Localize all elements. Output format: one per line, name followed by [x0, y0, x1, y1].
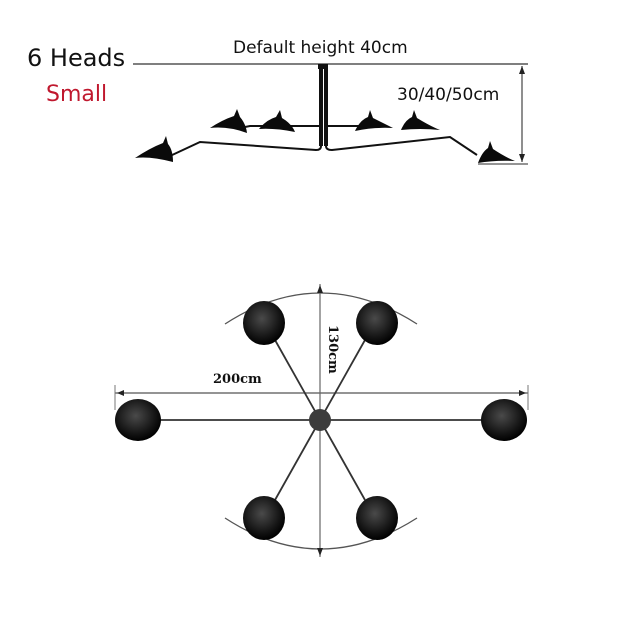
lamp-head-icon: [356, 496, 398, 540]
arrow-left-icon: [117, 390, 124, 396]
arm-right-long: [325, 135, 478, 156]
arrow-down-icon: [317, 548, 323, 556]
span-label: 200cm: [213, 372, 262, 387]
arrow-up-icon: [317, 285, 323, 293]
size-label: Small: [46, 82, 108, 107]
lamp-shade-icon: [401, 110, 440, 130]
lamp-shade-icon: [478, 141, 515, 163]
lamp-head-icon: [356, 301, 398, 345]
lamp-shade-icon: [210, 109, 247, 133]
depth-label: 130cm: [325, 325, 340, 374]
top-view: [114, 284, 529, 557]
lamp-head-icon: [243, 496, 285, 540]
default-height-label: Default height 40cm: [233, 38, 408, 58]
arrow-down-icon: [519, 154, 525, 162]
side-view: [133, 63, 528, 165]
arm-left-long: [169, 140, 322, 157]
lamp-shade-icon: [135, 136, 173, 162]
drop-height-label: 30/40/50cm: [397, 85, 500, 105]
lamp-shade-icon: [355, 110, 393, 131]
lamp-head-icon: [481, 399, 527, 441]
arrow-right-icon: [519, 390, 526, 396]
lamp-shade-icon: [259, 110, 295, 132]
heads-count-label: 6 Heads: [27, 44, 126, 72]
arrow-up-icon: [519, 66, 525, 74]
lamp-head-icon: [243, 301, 285, 345]
hub: [309, 409, 331, 431]
lamp-head-icon: [115, 399, 161, 441]
